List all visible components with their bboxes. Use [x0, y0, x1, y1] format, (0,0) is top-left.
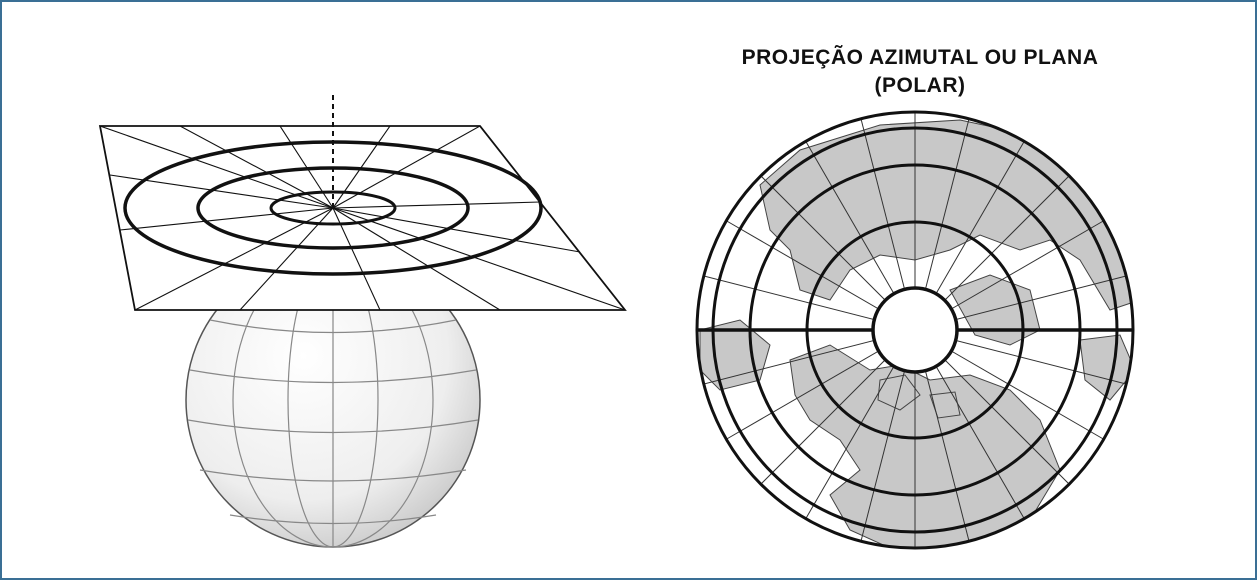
- tangent-plane: [98, 125, 627, 311]
- globe-and-plane-diagram: [98, 95, 627, 548]
- title-line-1: PROJEÇÃO AZIMUTAL OU PLANA: [741, 46, 1099, 69]
- parallels: [695, 110, 1135, 550]
- title-line-2: (POLAR): [874, 74, 966, 97]
- land-masses: [699, 119, 1133, 548]
- figure-title: PROJEÇÃO AZIMUTAL OU PLANA (POLAR): [640, 44, 1200, 100]
- polar-projection-map: [695, 110, 1135, 550]
- pole-circle: [871, 286, 959, 374]
- globe: [185, 252, 481, 548]
